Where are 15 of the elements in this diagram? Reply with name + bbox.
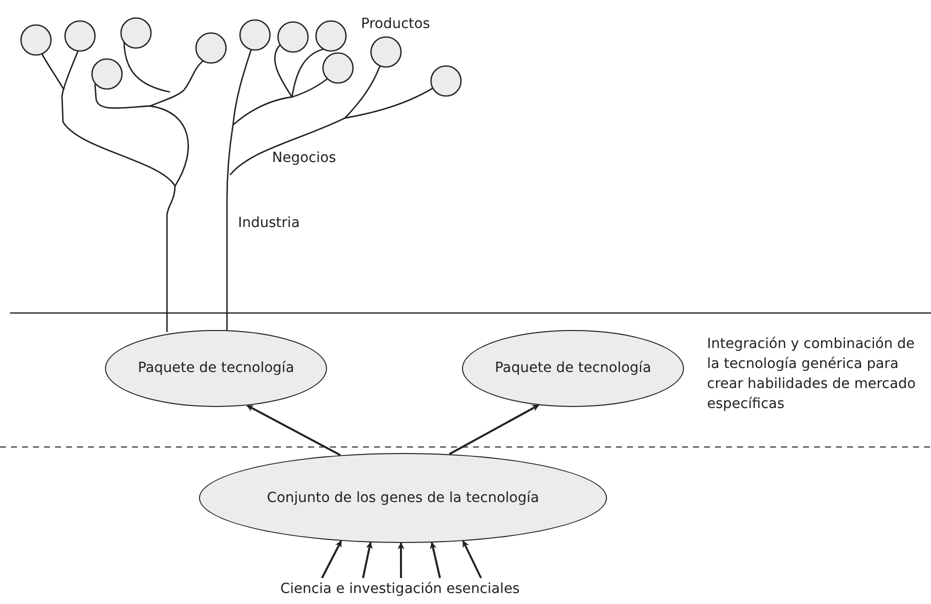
- ellipse-node: Paquete de tecnología: [462, 330, 684, 407]
- arrow: [362, 542, 373, 578]
- arrow: [448, 404, 540, 456]
- ellipse-node: Conjunto de los genes de la tecnología: [199, 453, 607, 543]
- text-label: Industria: [238, 214, 300, 233]
- text-label: Negocios: [272, 149, 336, 168]
- arrow: [397, 542, 404, 578]
- ellipse-node: Paquete de tecnología: [105, 330, 327, 407]
- arrow: [462, 540, 482, 578]
- arrow: [321, 540, 342, 578]
- arrow: [430, 542, 441, 578]
- text-label: Productos: [361, 15, 430, 34]
- arrow: [246, 404, 341, 456]
- text-label: Integración y combinación de la tecnología genérica para crear habilidades de mercado específicas: [707, 335, 917, 414]
- node-text: Ciencia e investigación esenciales: [250, 578, 550, 600]
